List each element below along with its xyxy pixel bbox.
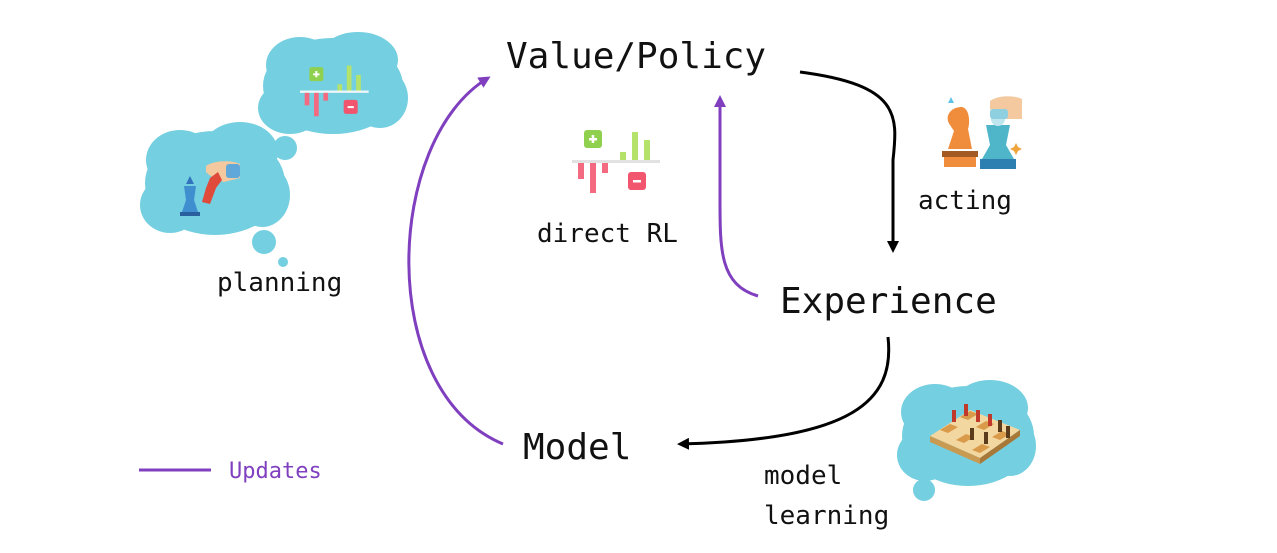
model-learning-arrow xyxy=(677,336,891,450)
model-learning-label-line2: learning xyxy=(764,501,889,531)
legend: Updates xyxy=(139,459,322,484)
planning-label: planning xyxy=(217,268,342,298)
chess-hand-icon xyxy=(180,161,240,216)
chess-pieces-icon xyxy=(942,96,1022,169)
thought-cloud-top xyxy=(258,32,408,134)
acting-label: acting xyxy=(918,186,1012,216)
value-chart-icon xyxy=(572,130,660,193)
model-node: Model xyxy=(523,427,631,468)
value-chart-icon-small xyxy=(300,65,369,117)
direct-rl-arrow xyxy=(714,95,759,298)
model-learning-label-line1: model xyxy=(764,461,842,491)
thought-bubble-dot xyxy=(252,230,276,254)
chess-board-icon xyxy=(930,404,1020,464)
thought-bubble-dot xyxy=(913,479,935,501)
legend-updates-label: Updates xyxy=(229,459,322,484)
thought-bubble-dot xyxy=(273,136,297,160)
experience-node: Experience xyxy=(780,281,997,322)
acting-arrow xyxy=(799,70,899,253)
planning-arrow xyxy=(407,76,504,446)
direct-rl-label: direct RL xyxy=(537,219,678,249)
value-policy-node: Value/Policy xyxy=(506,36,766,77)
thought-bubble-dot xyxy=(278,257,288,267)
